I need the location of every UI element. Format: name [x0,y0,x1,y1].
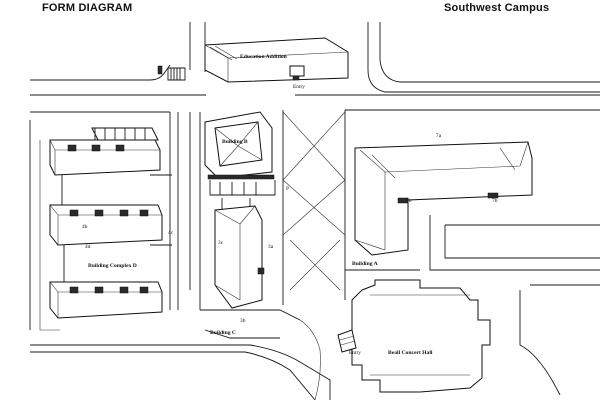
label-3b: 3b [240,318,246,324]
building-complex-d-label: Building Complex D [88,263,137,269]
education-addition: Education Addition Entry [157,37,349,90]
label-4d: 4d [85,244,91,250]
label-7a: 7a [436,133,442,139]
building-b-label: Building B [222,139,248,145]
label-4c: 4c [168,230,174,236]
campus-title: Southwest Campus [444,2,550,14]
label-3c: 3c [218,240,224,246]
building-b: Building B P [204,111,289,196]
label-4b: 4b [82,224,88,230]
building-c: 3c 3a 3b Building C [210,198,274,336]
building-a-label: Building A [352,261,378,267]
building-a: 7a 7b 7b Building A [352,133,533,267]
label-3a: 3a [268,244,274,250]
label-7b-right: 7b [492,198,498,204]
building-b-p-label: P [286,186,289,192]
street-lines [29,22,600,400]
building-c-label: Building C [210,330,236,336]
beall-concert-hall-label: Beall Concert Hall [388,350,433,356]
entry-bottom-label: Entry [349,350,361,356]
entry-top-label: Entry [293,84,305,90]
diagram-title: FORM DIAGRAM [42,2,133,14]
building-complex-d: 4b 4d 4c Building Complex D [39,127,174,331]
education-addition-label: Education Addition [240,54,288,60]
beall-concert-hall: Entry Beall Concert Hall [337,279,491,393]
label-7b-left: 7b [406,198,412,204]
